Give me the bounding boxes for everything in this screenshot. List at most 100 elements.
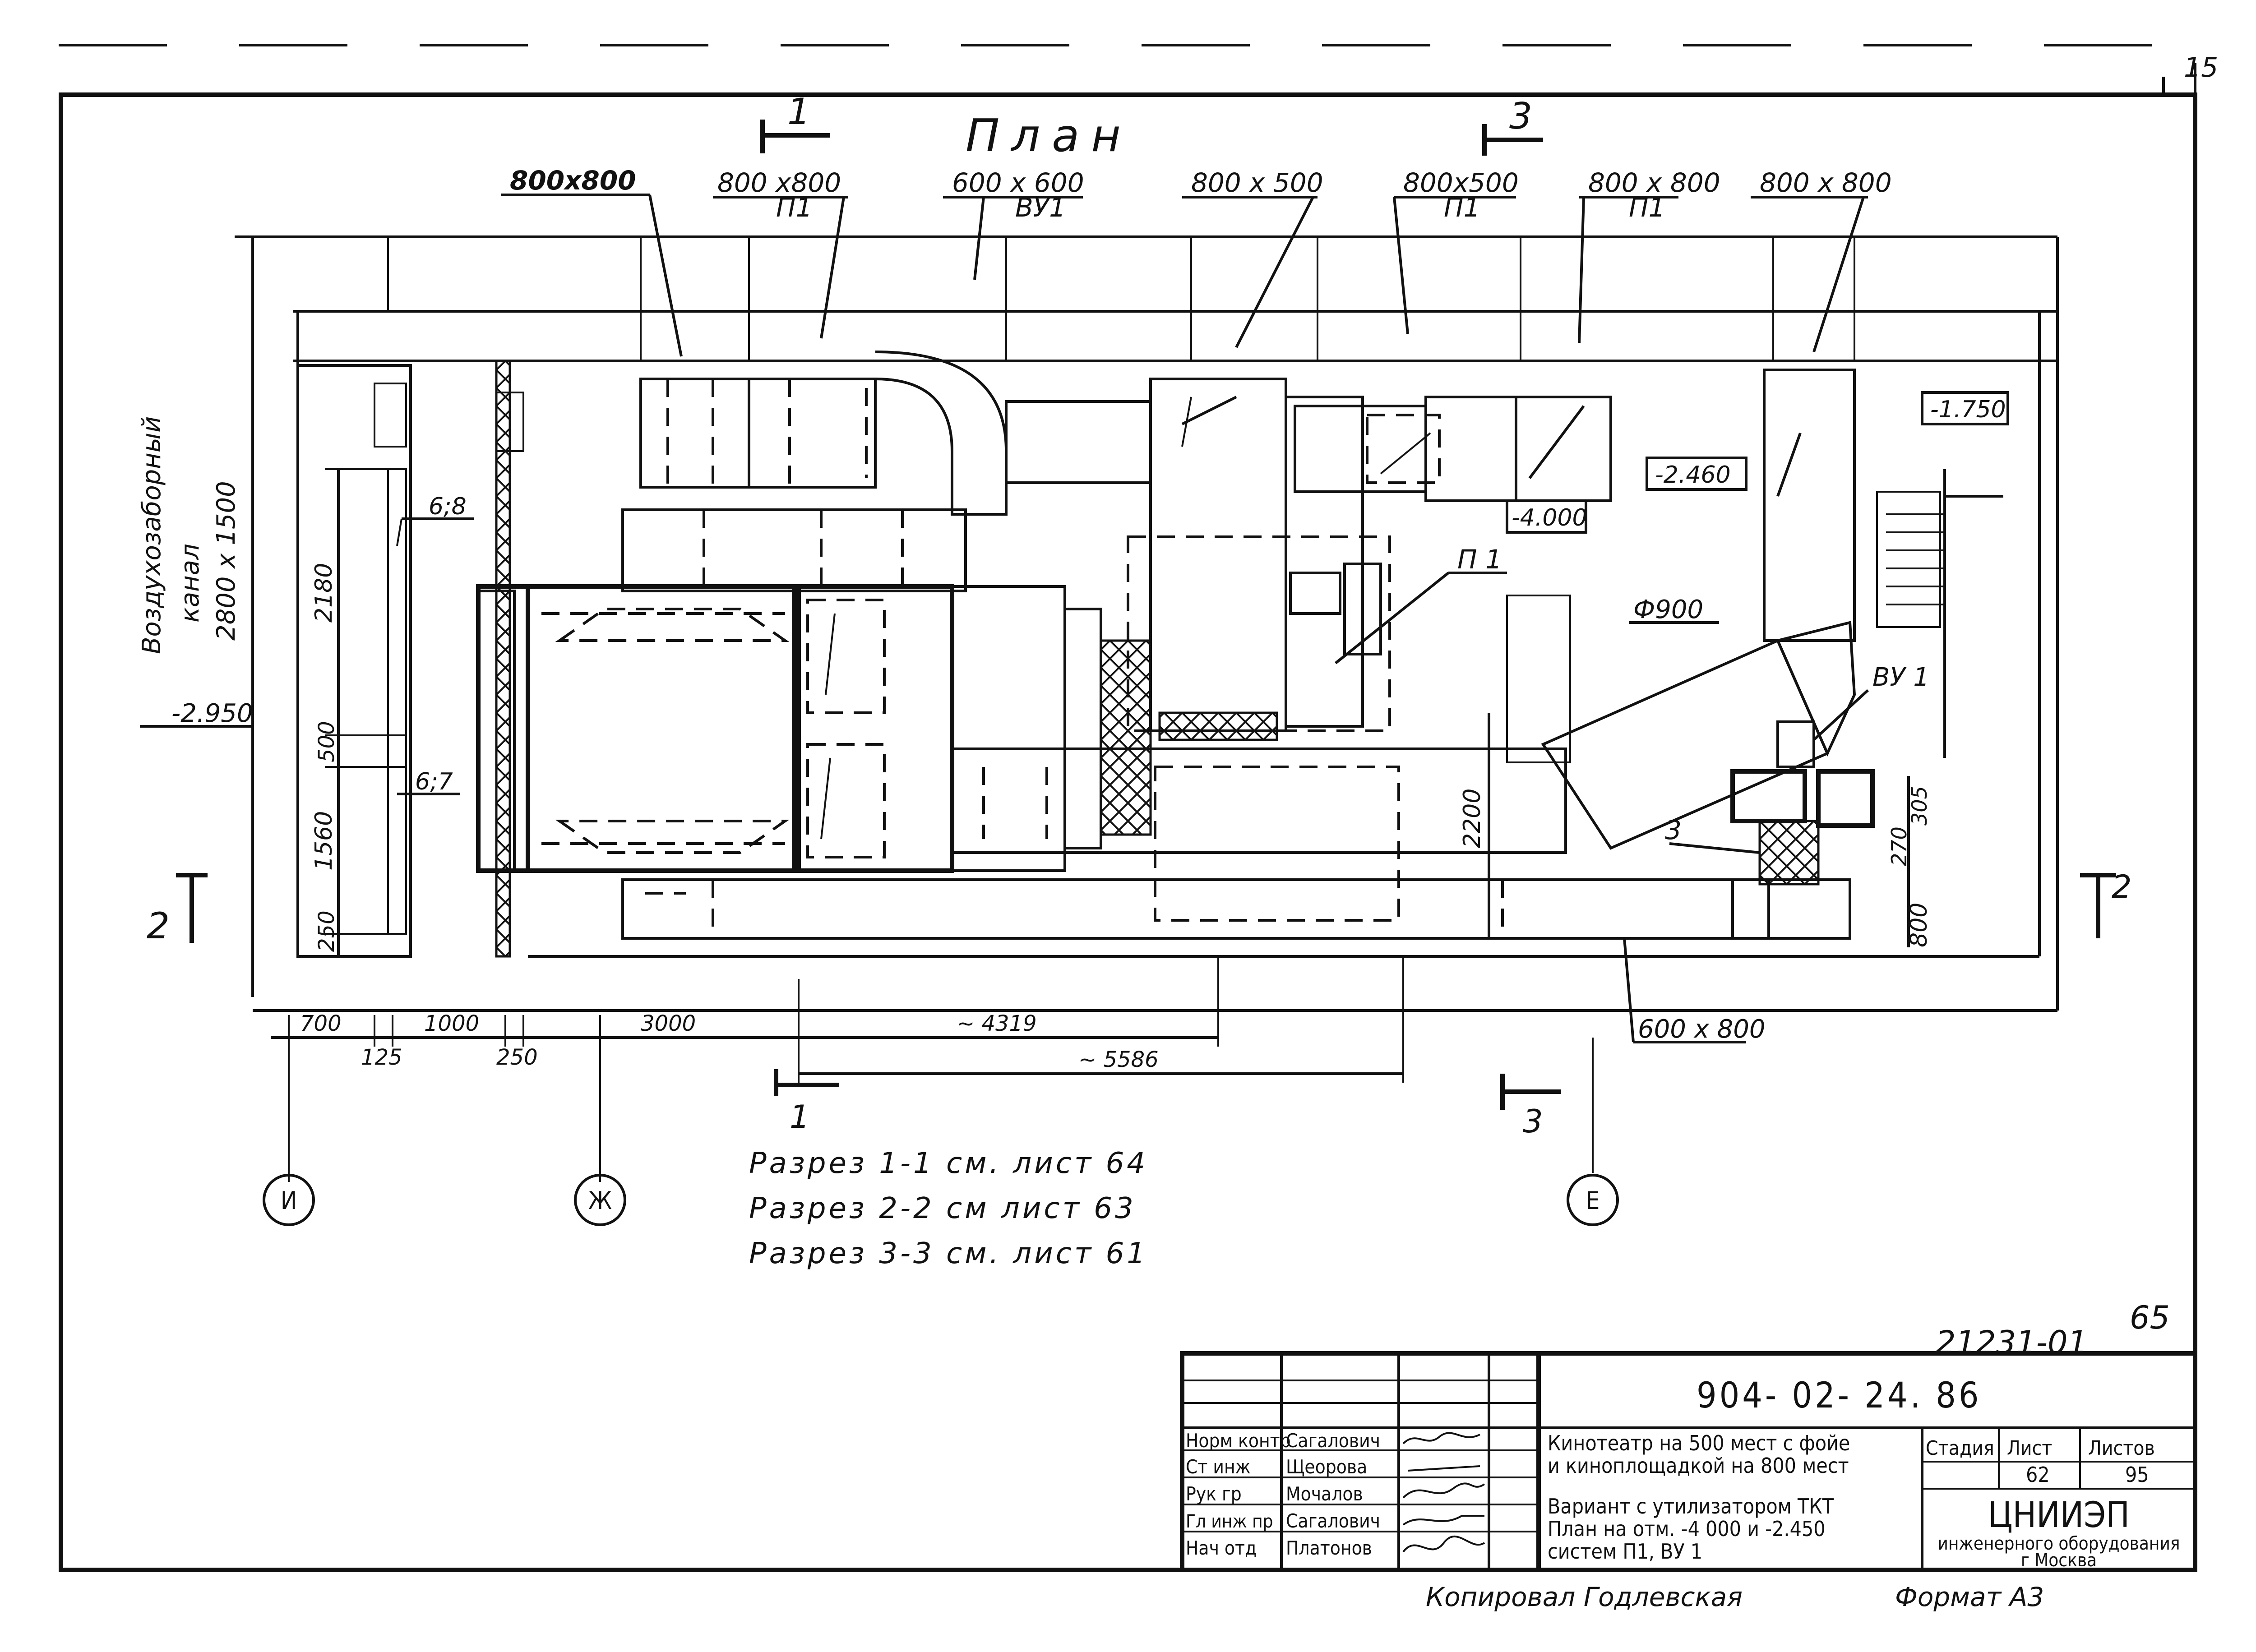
copied-by: Копировал Годлевская xyxy=(1426,1582,1743,1612)
svg-text:Ст инж: Ст инж xyxy=(1186,1456,1251,1478)
svg-text:305: 305 xyxy=(1907,786,1932,826)
label-vu1: ВУ 1 xyxy=(1872,663,1929,692)
svg-text:~ 5586: ~ 5586 xyxy=(1078,1047,1159,1072)
svg-text:Листов: Листов xyxy=(2088,1437,2155,1460)
signatures xyxy=(1402,1432,1485,1553)
svg-text:Сагалович: Сагалович xyxy=(1286,1430,1380,1452)
label-item3-leader xyxy=(1669,842,1760,854)
svg-text:2800 х 1500: 2800 х 1500 xyxy=(212,481,241,641)
svg-text:1560: 1560 xyxy=(310,811,337,871)
svg-text:2200: 2200 xyxy=(1459,789,1486,848)
round-duct-vu1 xyxy=(1506,369,1941,886)
svg-text:3: 3 xyxy=(1509,95,1532,137)
title-block-roles: Норм контр Сагалович Ст инж Щеорова Рук … xyxy=(1186,1430,1380,1559)
svg-text:Норм контр: Норм контр xyxy=(1186,1430,1291,1452)
svg-text:Сагалович: Сагалович xyxy=(1286,1510,1380,1532)
label-vu1-leader xyxy=(1812,689,1869,741)
svg-text:62: 62 xyxy=(2026,1463,2050,1487)
duct-label-2: 800 х800 xyxy=(717,167,841,198)
duct-label-2-sub: П1 xyxy=(776,192,813,223)
svg-text:Воздухозаборный: Воздухозаборный xyxy=(137,416,166,654)
svg-text:~ 4319: ~ 4319 xyxy=(957,1011,1037,1036)
svg-text:Ж: Ж xyxy=(588,1186,612,1215)
duct-label-bottom-leader xyxy=(1623,938,1635,1043)
duct-label-6-sub: П1 xyxy=(1629,192,1665,223)
duct-label-1: 800х800 xyxy=(510,165,636,196)
svg-text:канал: канал xyxy=(176,544,205,623)
svg-text:г Москва: г Москва xyxy=(2021,1550,2097,1571)
section-marker-3-bottom: 3 xyxy=(1500,1074,1561,1140)
svg-text:1000: 1000 xyxy=(424,1011,479,1036)
svg-text:700: 700 xyxy=(300,1011,342,1036)
svg-text:500: 500 xyxy=(314,721,339,762)
label-item3: 3 xyxy=(1665,815,1682,845)
svg-text:Разрез 2-2 см лист 63: Разрез 2-2 см лист 63 xyxy=(749,1192,1136,1225)
bottom-dimension-chain: 700 125 1000 250 3000 ~ 4319 ~ 5586 xyxy=(271,956,1404,1182)
svg-text:800: 800 xyxy=(1905,903,1932,947)
right-dimension-small: 270 305 800 xyxy=(1887,776,1932,947)
sheet-number-top: 65 xyxy=(2130,1299,2170,1336)
duct-label-5: 800х500 xyxy=(1403,167,1519,198)
svg-text:250: 250 xyxy=(496,1045,538,1070)
grid-axis-i: И xyxy=(263,1174,315,1226)
svg-text:Стадия: Стадия xyxy=(1926,1437,1994,1460)
svg-text:Разрез 3-3 см. лист 61: Разрез 3-3 см. лист 61 xyxy=(749,1237,1148,1270)
sheet-title: Вариант с утилизатором ТКТ План на отм. … xyxy=(1548,1494,1834,1564)
svg-text:Мочалов: Мочалов xyxy=(1286,1483,1363,1505)
section-marker-1-bottom: 1 xyxy=(774,1069,839,1135)
upper-ducts xyxy=(621,351,1152,592)
stairs xyxy=(1886,469,2003,758)
plan-title: План xyxy=(966,109,1133,162)
svg-text:И: И xyxy=(281,1186,297,1215)
label-p1: П 1 xyxy=(1457,544,1502,575)
page-corner-number: 15 xyxy=(2184,52,2218,83)
svg-text:Разрез 1-1 см. лист 64: Разрез 1-1 см. лист 64 xyxy=(749,1147,1148,1180)
svg-text:95: 95 xyxy=(2125,1463,2149,1487)
section-marker-1-top: 1 xyxy=(760,91,830,153)
format-label: Формат А3 xyxy=(1895,1582,2044,1612)
svg-text:1: 1 xyxy=(787,91,810,133)
svg-text:-1.750: -1.750 xyxy=(1930,396,2006,423)
svg-text:-2.460: -2.460 xyxy=(1655,461,1731,489)
section-marker-2-right: 2 xyxy=(2080,868,2132,938)
duct-label-3-sub: ВУ1 xyxy=(1015,192,1066,223)
label-6-7: 6;7 xyxy=(415,768,453,795)
right-dimension-2200: 2200 xyxy=(1459,713,1490,938)
svg-text:250: 250 xyxy=(314,910,339,952)
svg-text:125: 125 xyxy=(361,1045,402,1070)
doc-number: 904- 02- 24. 86 xyxy=(1697,1375,1982,1416)
svg-text:Рук гр: Рук гр xyxy=(1186,1483,1242,1505)
project-title: Кинотеатр на 500 мест с фойе и кинoплоща… xyxy=(1548,1431,1850,1478)
svg-text:3000: 3000 xyxy=(641,1011,696,1036)
level-box-l1: -1.750 xyxy=(1921,391,2009,425)
svg-text:План на отм. -4 000 и -2.450: План на отм. -4 000 и -2.450 xyxy=(1548,1517,1826,1541)
svg-text:2: 2 xyxy=(147,905,170,947)
duct-size-labels: 800х800 800 х800 П1 600 х 600 ВУ1 800 х … xyxy=(501,165,1892,357)
label-6-8-leader xyxy=(396,518,402,546)
unit-p1-body xyxy=(476,584,1152,873)
svg-text:Платонов: Платонов xyxy=(1286,1537,1372,1559)
svg-text:3: 3 xyxy=(1523,1103,1543,1140)
svg-text:Кинотеатр на 500 мест с фойе: Кинотеатр на 500 мест с фойе xyxy=(1548,1431,1850,1455)
duct-label-6: 800 х 800 xyxy=(1588,167,1720,198)
grid-axis-e: Е xyxy=(1567,1038,1619,1226)
svg-text:систем П1, ВУ 1: систем П1, ВУ 1 xyxy=(1548,1539,1702,1564)
svg-text:-4.000: -4.000 xyxy=(1512,504,1587,531)
level-box-l3: -4.000 xyxy=(1506,499,1587,534)
svg-text:1: 1 xyxy=(790,1098,810,1135)
stage-sheet-cells: Стадия Лист Листов 62 95 xyxy=(1926,1437,2155,1487)
left-dimension-chain: 2180 500 1560 250 xyxy=(310,468,406,956)
section-notes: Разрез 1-1 см. лист 64 Разрез 2-2 см лис… xyxy=(749,1147,1148,1270)
organization: ЦНИИЭП инженерного оборудования г Москва xyxy=(1938,1495,2180,1571)
section-marker-2-left: 2 xyxy=(147,873,208,947)
round-duct-label: Ф900 xyxy=(1633,595,1703,624)
svg-text:Вариант с утилизатором ТКТ: Вариант с утилизатором ТКТ xyxy=(1548,1494,1834,1518)
duct-label-5-sub: П1 xyxy=(1444,192,1480,223)
duct-label-7: 800 х 800 xyxy=(1760,167,1892,198)
svg-text:2: 2 xyxy=(2112,868,2132,905)
grid-axis-zh: Ж xyxy=(574,1174,626,1226)
intake-channel-label: Воздухозаборный канал 2800 х 1500 xyxy=(137,416,241,654)
svg-text:Щеорова: Щеорова xyxy=(1286,1456,1367,1478)
svg-text:Гл инж пр: Гл инж пр xyxy=(1186,1511,1273,1532)
